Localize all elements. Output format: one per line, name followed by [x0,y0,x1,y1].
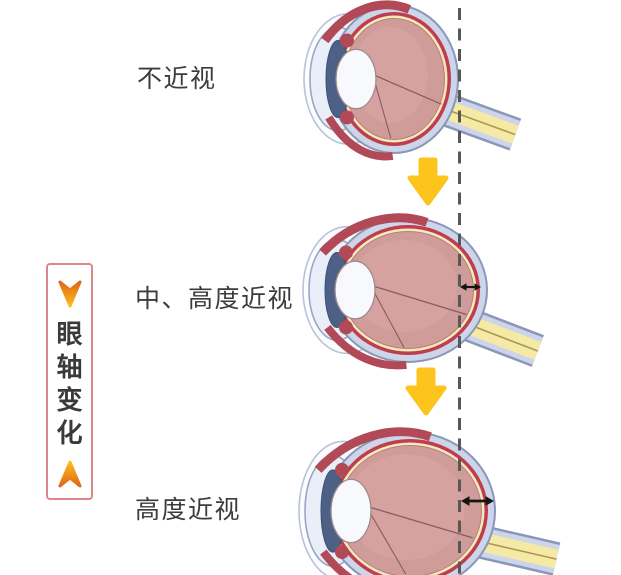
superior-muscle-band [319,213,429,256]
inferior-muscle-band [325,115,394,161]
inferior-muscle-band [320,549,353,575]
ciliary-muscle-bottom [335,545,349,560]
flow-arrow-down-2 [405,367,447,416]
suture-line [373,78,392,139]
suture-line [372,289,405,348]
eye-illustration-stage-1 [302,213,544,370]
optic-nerve [438,92,522,151]
lens [330,478,372,544]
stage-label-no-myopia: 不近视 [137,65,217,93]
chevron-down-icon [58,280,81,308]
inferior-muscle-band [324,324,407,370]
ciliary-muscle-top [340,33,354,48]
visual-axis-line [373,74,442,105]
eye-illustration-stage-0 [303,0,522,161]
axis-char: 化 [56,418,83,448]
axis-char: 变 [56,385,83,415]
eye-axis-change-box: 眼 轴 变 化 [46,263,93,500]
eye-illustration-stage-2 [298,427,561,575]
chevron-up-icon [58,460,81,488]
stage-label-moderate-high-myopia: 中、高度近视 [135,285,295,313]
visual-axis-line [372,285,467,316]
visual-axis-line [368,506,474,539]
axis-char: 轴 [56,352,83,382]
ciliary-muscle-bottom [340,110,354,125]
axis-char: 眼 [56,319,83,349]
flow-arrow-down-1 [407,157,449,206]
vitreous-highlight [347,454,465,560]
ciliary-muscle-top [335,462,349,477]
stage-label-high-myopia: 高度近视 [135,496,242,524]
superior-muscle-band [321,0,412,44]
vitreous-highlight [351,240,457,332]
superior-muscle-band [314,427,432,473]
suture-line [368,510,407,575]
axis-box-text: 眼 轴 变 化 [56,318,82,450]
lens [334,260,376,320]
elongation-measure-arrow-stage-1 [460,283,481,291]
ciliary-muscle-bottom [339,320,353,335]
ciliary-muscle-top [339,245,353,260]
elongation-measure-arrow-stage-2 [461,496,494,506]
lens [335,48,377,110]
